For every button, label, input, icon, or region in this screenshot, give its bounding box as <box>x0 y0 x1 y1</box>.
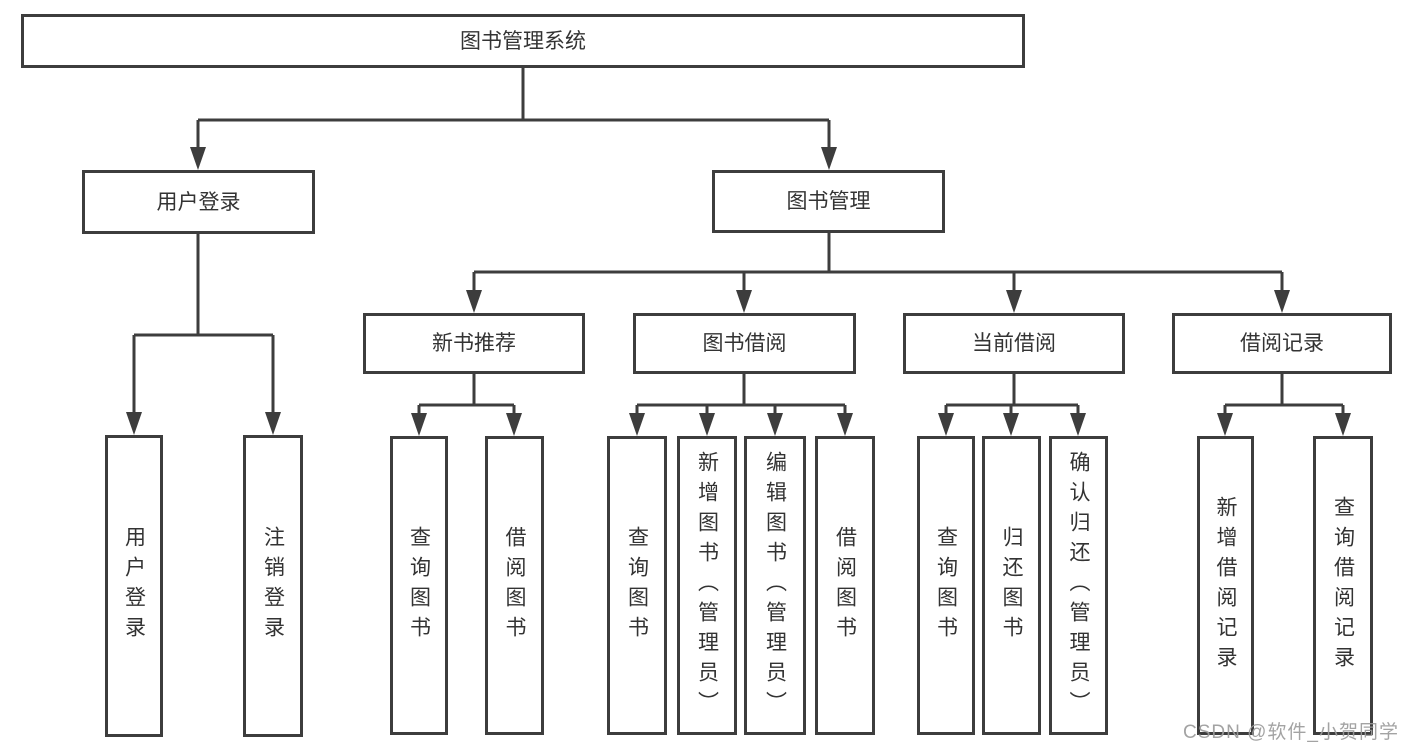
leaf-add-books-admin: 新增图书（管理员） <box>677 436 737 735</box>
connector-root-to-level2 <box>190 68 837 170</box>
leaf-logout: 注销登录 <box>243 435 303 737</box>
node-book-management: 图书管理 <box>712 170 945 233</box>
connector-newbooks-to-leaves <box>411 374 522 436</box>
leaf-query-books-borrowing: 查询图书 <box>607 436 667 735</box>
leaf-borrow-books-recommend: 借阅图书 <box>485 436 544 735</box>
leaf-query-borrow-record-label: 查询借阅记录 <box>1331 495 1355 676</box>
connector-userlogin-to-leaves <box>126 234 281 435</box>
leaf-edit-books-admin-label: 编辑图书（管理员） <box>763 450 787 721</box>
connector-borrowing-to-leaves <box>629 374 853 436</box>
leaf-borrow-books: 借阅图书 <box>815 436 875 735</box>
node-user-login: 用户登录 <box>82 170 315 234</box>
leaf-return-books: 归还图书 <box>982 436 1041 735</box>
leaf-edit-books-admin: 编辑图书（管理员） <box>744 436 806 735</box>
connector-current-to-leaves <box>938 374 1086 436</box>
leaf-logout-label: 注销登录 <box>261 526 285 646</box>
connector-bookmgmt-to-level3 <box>466 233 1290 313</box>
leaf-query-books-current: 查询图书 <box>917 436 975 735</box>
leaf-confirm-return-admin-label: 确认归还（管理员） <box>1067 450 1090 721</box>
node-current-borrowing: 当前借阅 <box>903 313 1125 374</box>
leaf-confirm-return-admin: 确认归还（管理员） <box>1049 436 1108 735</box>
leaf-query-books-current-label: 查询图书 <box>934 525 958 646</box>
leaf-user-login-label: 用户登录 <box>122 526 146 646</box>
leaf-query-books-recommend-label: 查询图书 <box>407 525 431 646</box>
csdn-watermark: CSDN @软件_小贺同学 <box>1183 722 1399 743</box>
leaf-return-books-label: 归还图书 <box>1000 525 1023 646</box>
leaf-borrow-books-recommend-label: 借阅图书 <box>503 525 526 646</box>
leaf-query-books-borrowing-label: 查询图书 <box>625 525 649 646</box>
node-library-management-system: 图书管理系统 <box>21 14 1025 68</box>
leaf-user-login: 用户登录 <box>105 435 163 737</box>
node-borrowing-records: 借阅记录 <box>1172 313 1392 374</box>
leaf-add-books-admin-label: 新增图书（管理员） <box>695 450 719 721</box>
node-book-borrowing: 图书借阅 <box>633 313 856 374</box>
leaf-query-books-recommend: 查询图书 <box>390 436 448 735</box>
leaf-add-borrow-record-label: 新增借阅记录 <box>1214 495 1237 676</box>
node-new-book-recommend: 新书推荐 <box>363 313 585 374</box>
leaf-add-borrow-record: 新增借阅记录 <box>1197 436 1254 735</box>
connector-records-to-leaves <box>1217 374 1351 436</box>
leaf-query-borrow-record: 查询借阅记录 <box>1313 436 1373 735</box>
leaf-borrow-books-label: 借阅图书 <box>833 525 857 646</box>
